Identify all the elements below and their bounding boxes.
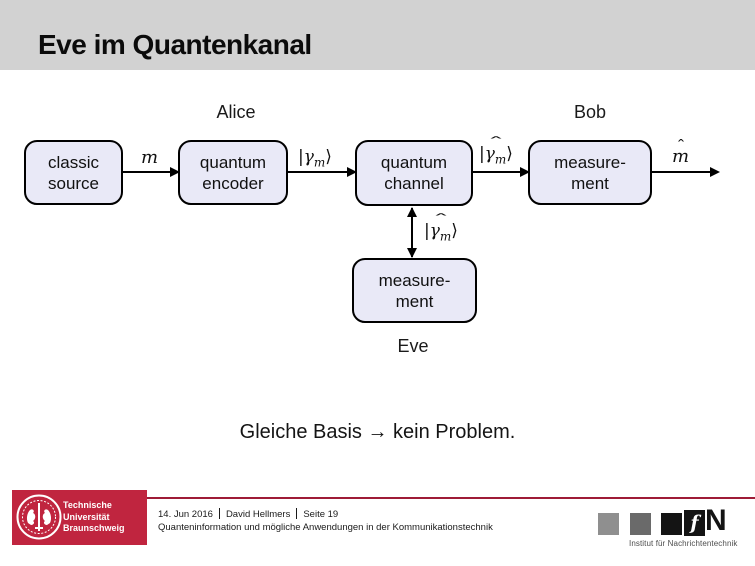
- arrowhead-up-icon: [407, 207, 417, 217]
- box-measurement-bob-line1: measure-: [554, 152, 626, 172]
- box-measurement-eve: measure- ment: [352, 258, 477, 323]
- actor-label-eve: Eve: [397, 336, 429, 356]
- footer-page-number: Seite 19: [303, 509, 339, 520]
- box-measurement-eve-line1: measure-: [378, 270, 451, 290]
- box-measurement-bob-line2: ment: [571, 173, 609, 193]
- box-classic-source: classic source: [24, 140, 123, 205]
- box-measurement-eve-line2: ment: [395, 291, 434, 311]
- page-title: Eve im Quantenkanal: [38, 29, 312, 60]
- footer-subtitle: Quanteninformation und mögliche Anwendun…: [158, 522, 493, 533]
- footer-author: David Hellmers: [225, 509, 291, 520]
- ifn-logo-n-icon: N: [705, 504, 727, 537]
- arrowhead-icon: [170, 167, 180, 177]
- hat-accent-icon: ˆ: [675, 139, 686, 154]
- tu-name-line3: Braunschweig: [63, 523, 125, 533]
- ket-close: ⟩: [325, 147, 332, 167]
- ket-close: ⟩: [451, 221, 458, 241]
- box-measurement-bob: measure- ment: [528, 140, 652, 205]
- box-quantum-channel-line2: channel: [384, 174, 444, 193]
- arrow-channel-to-measurement: [473, 167, 530, 177]
- actor-label-bob: Bob: [573, 102, 607, 122]
- box-classic-source-line1: classic: [47, 152, 99, 172]
- arrowhead-icon: [520, 167, 530, 177]
- label-m: m: [141, 147, 159, 168]
- subscript-m: m: [439, 229, 452, 244]
- ket-close: ⟩: [506, 144, 513, 164]
- arrowhead-icon: [710, 167, 720, 177]
- gamma-symbol: γ: [303, 147, 314, 167]
- hat-accent-icon: ˆ: [486, 135, 505, 150]
- tu-name: Technische Universität Braunschweig: [63, 500, 125, 535]
- tu-name-line2: Universität: [63, 511, 110, 522]
- ifn-logo-f-icon: f: [684, 510, 705, 536]
- arrowhead-icon: [347, 167, 357, 177]
- ifn-logo-square-2-icon: [630, 513, 651, 535]
- footer-date: 14. Jun 2016: [158, 509, 213, 520]
- ket-open: |: [479, 144, 485, 164]
- actor-label-alice: Alice: [216, 102, 256, 122]
- hat-accent-icon: ˆ: [431, 212, 450, 227]
- tu-name-line1: Technische: [63, 500, 112, 510]
- m-symbol: m: [672, 146, 690, 167]
- arrow-source-to-encoder: [123, 167, 180, 177]
- box-quantum-encoder: quantum encoder: [178, 140, 288, 205]
- ifn-logo-square-1-icon: [598, 513, 619, 535]
- tu-braunschweig-seal-icon: [16, 494, 62, 540]
- label-gamma-ket: |γm⟩: [298, 147, 332, 169]
- arrow-measurement-output: [652, 167, 720, 177]
- gamma-symbol: γ: [429, 221, 440, 241]
- separator-bar: [296, 508, 298, 519]
- box-classic-source-line2: source: [47, 173, 100, 193]
- statement-text: Gleiche Basis → kein Problem.: [239, 421, 516, 443]
- subscript-m: m: [313, 155, 326, 170]
- separator-bar: [218, 508, 220, 519]
- box-quantum-channel: quantum channel: [355, 140, 473, 206]
- ifn-logo-square-3-icon: [661, 513, 682, 535]
- arrow-channel-to-eve: [407, 207, 417, 258]
- institute-caption: Institut für Nachrichtentechnik: [629, 539, 738, 548]
- arrow-encoder-to-channel: [288, 167, 357, 177]
- box-quantum-encoder-line1: quantum: [199, 152, 267, 172]
- arrowhead-down-icon: [407, 248, 417, 258]
- ket-open: |: [298, 147, 304, 167]
- footer-meta: 14. Jun 2016 David Hellmers Seite 19: [158, 508, 338, 521]
- footer-divider-line: [147, 497, 755, 499]
- gamma-symbol: γ: [484, 144, 495, 164]
- box-quantum-encoder-line2: encoder: [202, 173, 264, 193]
- slide-header: Eve im Quantenkanal: [0, 0, 755, 70]
- box-quantum-channel-line1: quantum: [380, 153, 448, 172]
- ket-open: |: [424, 221, 430, 241]
- tu-braunschweig-logo: Technische Universität Braunschweig: [12, 490, 147, 545]
- subscript-m: m: [494, 152, 507, 167]
